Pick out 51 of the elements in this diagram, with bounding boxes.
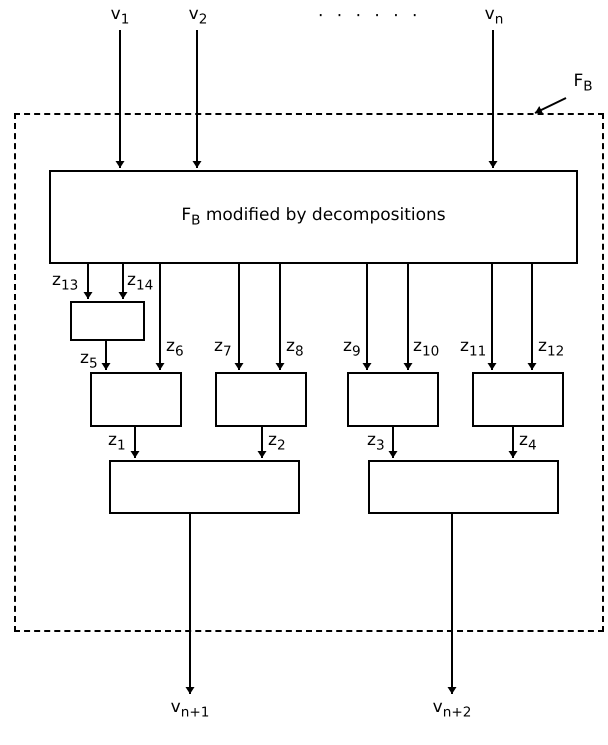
edge-label: z$_{13}$ (52, 272, 78, 293)
edge-label: z$_{8}$ (286, 338, 304, 359)
arrow (448, 512, 456, 694)
variable-name: v$_{n+1}$ (170, 698, 210, 720)
variable-name: F$_{B}$ (573, 72, 593, 94)
arrow (194, 30, 200, 168)
edge-label: z$_{1}$ (108, 432, 126, 453)
ellipsis-dots: · · · · · · (318, 8, 422, 25)
variable-name: v$_{2}$ (188, 6, 208, 26)
edge-label: z$_{10}$ (413, 338, 440, 359)
arrow (102, 339, 110, 370)
arrow (132, 425, 138, 458)
arrow (528, 262, 536, 370)
edge-label: z$_{14}$ (127, 272, 154, 293)
process-box (70, 301, 145, 341)
arrow (258, 425, 266, 458)
edge-label: z$_{3}$ (367, 432, 385, 453)
edge-label: z$_{5}$ (80, 350, 98, 371)
process-box (368, 460, 559, 514)
edge-label: z$_{6}$ (166, 338, 184, 359)
arrow (510, 425, 516, 458)
arrow (156, 262, 164, 370)
edge-label: z$_{7}$ (214, 338, 232, 359)
edge-label: z$_{12}$ (538, 338, 564, 359)
edge-label: z$_{2}$ (268, 432, 286, 453)
arrow (404, 262, 412, 370)
arrow (390, 425, 396, 458)
edge-label: z$_{11}$ (460, 338, 486, 359)
process-box (347, 372, 439, 427)
edge-label: z$_{4}$ (519, 432, 537, 453)
arrow (276, 262, 284, 370)
arrow (236, 262, 242, 370)
arrow (488, 262, 496, 370)
process-box (472, 372, 564, 427)
arrow (490, 30, 496, 168)
variable-name: v$_{n+2}$ (432, 698, 472, 720)
arrow (116, 30, 124, 168)
variable-name: v$_{1}$ (110, 6, 130, 26)
process-box (90, 372, 182, 427)
arrow (364, 262, 370, 370)
process-box (215, 372, 307, 427)
arrow (534, 97, 566, 114)
arrow (84, 262, 92, 299)
edge-label: z$_{9}$ (343, 338, 361, 359)
arrow (120, 262, 126, 299)
variable-name: v$_{n}$ (484, 6, 504, 26)
process-box (109, 460, 300, 514)
box-title: F$_{B}$ modified by decompositions (181, 206, 446, 228)
dashed-boundary (14, 113, 604, 632)
process-box (49, 170, 578, 264)
arrow (186, 512, 194, 694)
